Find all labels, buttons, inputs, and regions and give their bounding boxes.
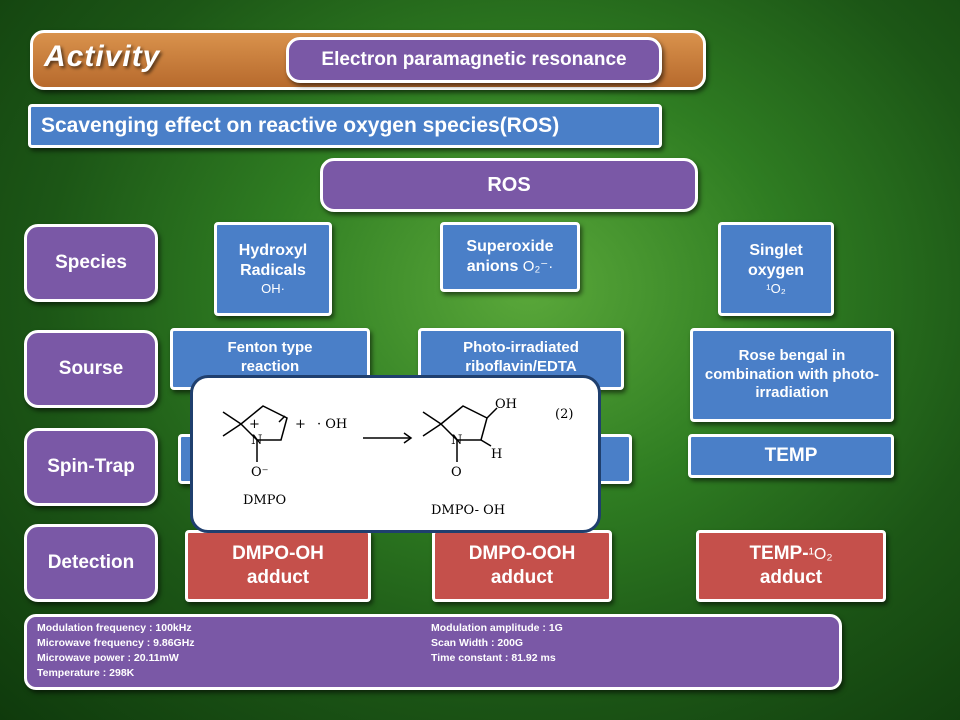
species-superoxide-line2: anions bbox=[466, 258, 519, 275]
method-label: Electron paramagnetic resonance bbox=[286, 37, 662, 83]
n-plus-label: + bbox=[249, 417, 260, 432]
product-label: DMPO- OH bbox=[431, 503, 505, 518]
parameter-line: Microwave power : 20.11mW bbox=[37, 652, 179, 664]
source-singlet: Rose bengal in combination with photo-ir… bbox=[690, 328, 894, 422]
o-minus-label: O⁻ bbox=[251, 465, 269, 480]
species-singlet-line2: oxygen bbox=[747, 261, 804, 279]
reactant-label: DMPO bbox=[243, 493, 286, 508]
detection-singlet-formula: ¹O₂ bbox=[808, 546, 833, 564]
parameter-line: Microwave frequency : 9.86GHz bbox=[37, 637, 195, 649]
n-label-product: N bbox=[451, 433, 462, 448]
detection-singlet-line2: adduct bbox=[759, 567, 823, 588]
detection-singlet-line1: TEMP- bbox=[749, 543, 809, 565]
hydroxyl-radical-label: · OH bbox=[317, 417, 347, 432]
n-label-reactant: N bbox=[251, 433, 262, 448]
equation-number: (2) bbox=[555, 407, 573, 422]
detection-hydroxyl-line2: adduct bbox=[246, 567, 310, 588]
parameters-panel: Modulation frequency : 100kHz Microwave … bbox=[24, 614, 842, 690]
parameter-line: Modulation amplitude : 1G bbox=[431, 622, 563, 634]
parameter-line: Time constant : 81.92 ms bbox=[431, 652, 556, 664]
dmpo-reaction-diagram: + N O⁻ DMPO + · OH N O OH H DMPO- OH (2) bbox=[222, 397, 573, 518]
row-label-detection: Detection bbox=[24, 524, 158, 602]
detection-hydroxyl: DMPO-OH adduct bbox=[185, 530, 371, 602]
row-label-spin-trap: Spin-Trap bbox=[24, 428, 158, 506]
detection-hydroxyl-line1: DMPO-OH bbox=[232, 543, 324, 565]
detection-superoxide-line1: DMPO-OOH bbox=[468, 543, 576, 565]
o-dot-label: O bbox=[451, 465, 462, 480]
detection-superoxide-line2: adduct bbox=[490, 567, 554, 588]
species-hydroxyl-formula: OH· bbox=[261, 280, 285, 296]
species-superoxide-line1: Superoxide bbox=[466, 238, 554, 255]
parameter-line: Modulation frequency : 100kHz bbox=[37, 622, 192, 634]
plus-sign: + bbox=[295, 417, 306, 432]
h-label: H bbox=[491, 447, 502, 462]
oh-label: OH bbox=[495, 397, 517, 412]
parameter-line: Scan Width : 200G bbox=[431, 637, 524, 649]
detection-singlet: TEMP-¹O₂ adduct bbox=[696, 530, 886, 602]
species-hydroxyl-line2: Radicals bbox=[240, 261, 306, 279]
species-singlet: Singlet oxygen ¹O₂ bbox=[718, 222, 834, 316]
species-superoxide-formula: O₂⁻· bbox=[522, 258, 554, 275]
species-superoxide: Superoxide anions O₂⁻· bbox=[440, 222, 580, 292]
row-label-source: Sourse bbox=[24, 330, 158, 408]
parameter-line: Temperature : 298K bbox=[37, 667, 135, 679]
parameters-right-column: Modulation amplitude : 1G Scan Width : 2… bbox=[431, 621, 563, 666]
species-singlet-line1: Singlet bbox=[749, 241, 803, 259]
ros-box: ROS bbox=[320, 158, 698, 212]
species-singlet-formula: ¹O₂ bbox=[766, 280, 786, 296]
spin-trap-singlet: TEMP bbox=[688, 434, 894, 478]
species-hydroxyl-line1: Hydroxyl bbox=[238, 241, 308, 259]
row-label-species: Species bbox=[24, 224, 158, 302]
parameters-left-column: Modulation frequency : 100kHz Microwave … bbox=[37, 621, 195, 681]
species-hydroxyl: Hydroxyl Radicals OH· bbox=[214, 222, 332, 316]
detection-superoxide: DMPO-OOH adduct bbox=[432, 530, 612, 602]
reaction-image: + N O⁻ DMPO + · OH N O OH H DMPO- OH (2) bbox=[190, 375, 601, 533]
subtitle-text: Scavenging effect on reactive oxygen spe… bbox=[41, 113, 560, 137]
activity-title: Activity bbox=[44, 40, 161, 73]
subtitle-bar: Scavenging effect on reactive oxygen spe… bbox=[28, 104, 662, 148]
